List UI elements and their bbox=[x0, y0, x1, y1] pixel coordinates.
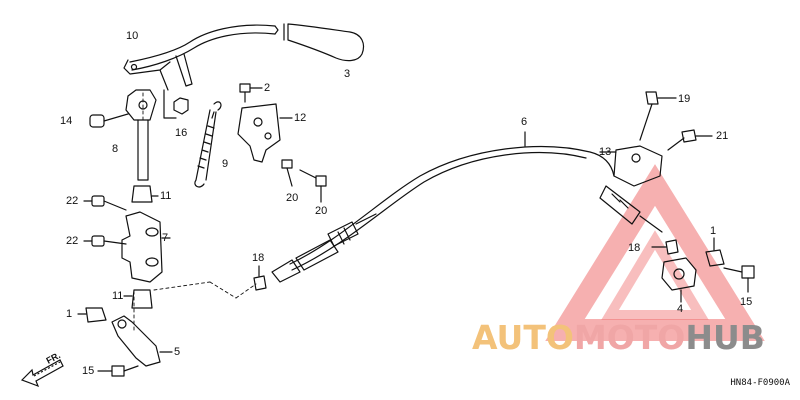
front-arrow-icon bbox=[20, 359, 64, 388]
callout-16: 16 bbox=[175, 127, 188, 139]
bushing-part-11b bbox=[123, 289, 153, 309]
cable-part-6 bbox=[271, 131, 663, 283]
callout-22-upper: 22 bbox=[66, 195, 79, 207]
callout-12: 12 bbox=[294, 112, 307, 124]
housing-part-7 bbox=[121, 211, 171, 283]
callout-20-left: 20 bbox=[286, 192, 299, 204]
arm-part-5 bbox=[111, 315, 173, 367]
callout-9: 9 bbox=[222, 158, 229, 170]
callout-1-right: 1 bbox=[710, 225, 717, 237]
bolt-part-20a bbox=[281, 159, 293, 187]
bolt-part-15b bbox=[97, 365, 139, 377]
callout-7: 7 bbox=[162, 232, 169, 244]
watermark-hub: HUB bbox=[685, 318, 765, 357]
pivot-shaft-part-8 bbox=[125, 89, 157, 181]
knob-part-3 bbox=[283, 23, 365, 62]
bolt-part-22b bbox=[83, 235, 127, 247]
callout-3: 3 bbox=[344, 68, 351, 80]
watermark-moto: MOTO bbox=[573, 318, 686, 357]
callout-15-right: 15 bbox=[740, 296, 753, 308]
bolt-part-15a bbox=[723, 265, 755, 293]
spring-part-9 bbox=[194, 101, 222, 188]
callout-18-right: 18 bbox=[628, 242, 641, 254]
collar-part-18b bbox=[651, 239, 679, 255]
bolt-part-21 bbox=[667, 129, 713, 151]
callout-1-left: 1 bbox=[66, 308, 73, 320]
bolt-part-19 bbox=[639, 91, 677, 141]
diagram-code: HN84-F0900A bbox=[730, 378, 790, 388]
watermark-auto: AUTO bbox=[472, 318, 574, 357]
bracket-part-12 bbox=[237, 103, 293, 163]
callout-21: 21 bbox=[716, 130, 729, 142]
callout-15-left: 15 bbox=[82, 365, 95, 377]
bolt-part-1a bbox=[705, 237, 725, 267]
callout-4: 4 bbox=[677, 303, 684, 315]
bracket-part-13 bbox=[599, 145, 663, 187]
callout-2: 2 bbox=[264, 82, 271, 94]
shift-lever-part-10 bbox=[123, 24, 279, 91]
nut-part-16 bbox=[163, 89, 189, 119]
callout-11-upper: 11 bbox=[160, 190, 172, 202]
bolt-part-14 bbox=[89, 113, 129, 128]
callout-13: 13 bbox=[599, 146, 612, 158]
callout-11-lower: 11 bbox=[112, 290, 124, 302]
alignment-lines bbox=[133, 89, 257, 331]
bolt-part-1b bbox=[77, 307, 107, 323]
callout-18-left: 18 bbox=[252, 252, 265, 264]
joint-part-4 bbox=[661, 257, 697, 303]
watermark-text: AUTOMOTOHUB bbox=[472, 318, 765, 357]
watermark-triangle-inner bbox=[601, 230, 709, 320]
callout-20-right: 20 bbox=[315, 205, 328, 217]
bolt-part-2 bbox=[239, 83, 263, 103]
callout-8: 8 bbox=[112, 143, 119, 155]
bolt-part-20b bbox=[299, 169, 327, 203]
bolt-part-22a bbox=[83, 195, 127, 211]
callout-6: 6 bbox=[521, 116, 528, 128]
bushing-part-11a bbox=[131, 185, 159, 203]
collar-part-18a bbox=[253, 265, 267, 291]
callout-10: 10 bbox=[126, 30, 139, 42]
callout-22-lower: 22 bbox=[66, 235, 79, 247]
watermark-triangle-logo bbox=[545, 164, 765, 341]
callout-5: 5 bbox=[174, 346, 181, 358]
callout-19: 19 bbox=[678, 93, 691, 105]
callout-14: 14 bbox=[60, 115, 73, 127]
